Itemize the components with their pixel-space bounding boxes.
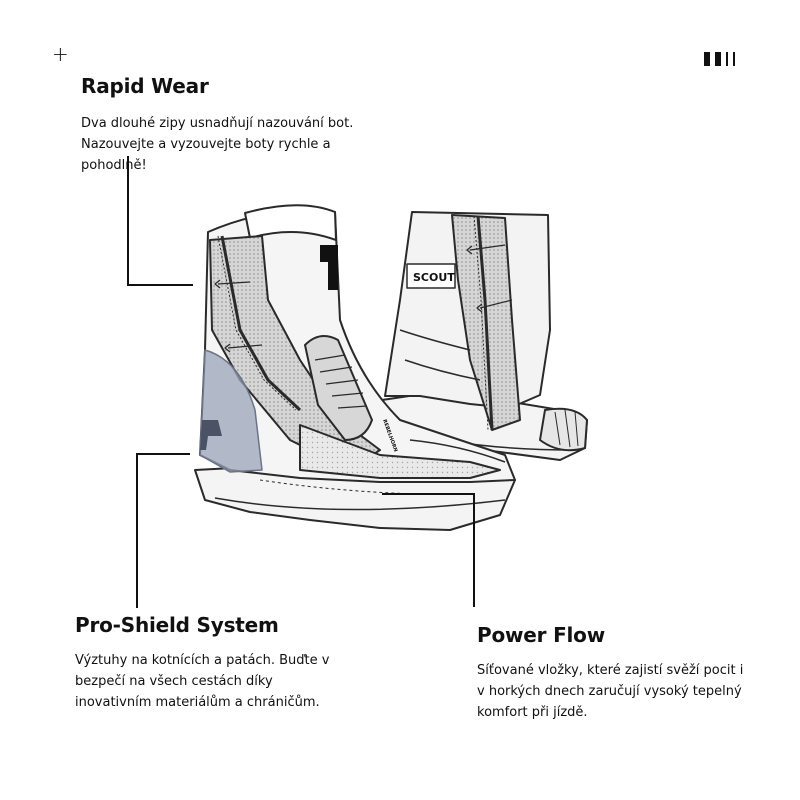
right-boot bbox=[381, 211, 588, 461]
callout-title: Pro-Shield System bbox=[75, 613, 279, 637]
brand-bars-icon bbox=[704, 52, 735, 66]
callout-power-flow: Power Flow Síťované vložky, které zajist… bbox=[477, 622, 767, 723]
leader-line-rapid-wear bbox=[127, 156, 193, 286]
left-boot bbox=[194, 204, 516, 531]
leader-lines bbox=[127, 156, 475, 608]
callout-title: Power Flow bbox=[477, 623, 606, 647]
leader-line-pro-shield bbox=[136, 453, 190, 608]
callout-text: Dva dlouhé zipy usnadňují nazouvání bot.… bbox=[81, 116, 354, 173]
boot-brand-label: SCOUT bbox=[413, 271, 455, 284]
leader-line-power-flow bbox=[382, 493, 475, 607]
callout-text: Výztuhy na kotnících a patách. Buďte v b… bbox=[75, 653, 330, 710]
callout-pro-shield: Pro-Shield System Výztuhy na kotnících a… bbox=[75, 612, 365, 713]
callout-rapid-wear: Rapid Wear Dva dlouhé zipy usnadňují naz… bbox=[81, 73, 371, 176]
callout-title: Rapid Wear bbox=[81, 74, 209, 98]
plus-icon: + bbox=[52, 42, 69, 66]
callout-text: Síťované vložky, které zajistí svěží poc… bbox=[477, 663, 744, 720]
